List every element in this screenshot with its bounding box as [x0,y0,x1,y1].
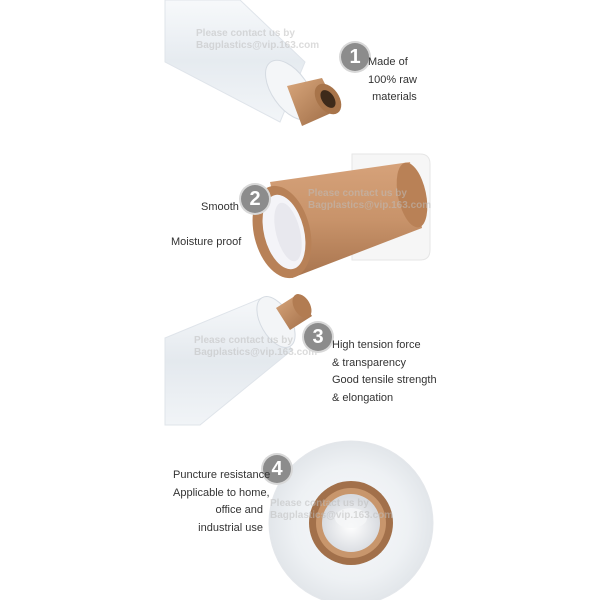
feature-2-line-1: Smooth [201,201,239,213]
feature-3-line-1: High tension force [332,339,421,351]
film-roll-image-2 [164,294,312,426]
film-roll-image-1 [164,0,342,126]
film-roll-end-view-image [268,440,434,600]
number-badge-2: 2 [241,185,269,213]
feature-panel-2: Please contact us by Bagplastics@vip.163… [0,140,600,290]
number-badge-3: 3 [304,323,332,351]
number-badge-1: 1 [341,43,369,71]
feature-4-line-4: industrial use [198,521,263,534]
feature-4-line-1: Puncture resistance [173,469,271,481]
watermark-1: Please contact us by Bagplastics@vip.163… [196,28,319,52]
feature-3-line-4: & elongation [332,391,394,404]
feature-text-4: Puncture resistance Applicable to home, … [173,467,271,537]
feature-1-line-3: materials [372,91,417,103]
watermark-line-2: Bagplastics@vip.163.com [270,510,394,521]
watermark-line-1: Please contact us by [270,498,369,509]
feature-panel-1: Please contact us by Bagplastics@vip.163… [0,0,600,140]
watermark-4: Please contact us by Bagplastics@vip.163… [270,498,393,522]
feature-1-line-2: 100% raw [368,73,417,86]
paper-core-image [252,153,431,279]
feature-text-3: High tension force & transparency Good t… [332,337,437,407]
feature-2-line-2: Moisture proof [171,236,242,248]
watermark-line-2: Bagplastics@vip.163.com [196,40,320,51]
watermark-line-1: Please contact us by [308,188,407,199]
feature-3-line-2: & transparency [332,356,406,369]
feature-text-1: Made of 100% raw materials [368,54,417,107]
watermark-line-1: Please contact us by [196,28,295,39]
feature-4-line-3: office and [215,504,263,516]
feature-panel-4: Please contact us by Bagplastics@vip.163… [0,430,600,600]
feature-3-line-3: Good tensile strength [332,374,437,386]
feature-1-line-1: Made of [368,56,408,68]
feature-panel-3: Please contact us by Bagplastics@vip.163… [0,290,600,430]
watermark-line-1: Please contact us by [194,335,293,346]
watermark-2: Please contact us by Bagplastics@vip.163… [308,188,431,212]
feature-4-line-2: Applicable to home, [173,486,270,499]
watermark-line-2: Bagplastics@vip.163.com [194,347,318,358]
number-badge-4: 4 [263,455,291,483]
watermark-3: Please contact us by Bagplastics@vip.163… [194,335,317,359]
watermark-line-2: Bagplastics@vip.163.com [308,200,432,211]
